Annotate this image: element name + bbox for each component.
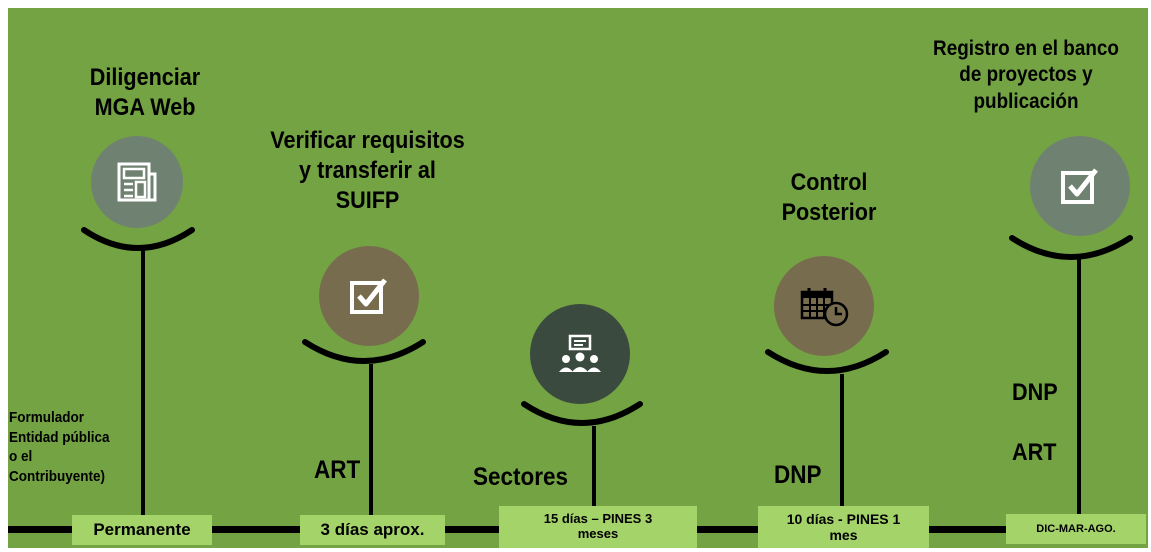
step-1-duration: Permanente [72,515,212,545]
step-1-icon-circle [91,136,183,228]
timeline-segment [212,526,300,533]
step-3-stem [592,426,596,522]
timeline-segment [445,526,499,533]
step-2-arc [302,339,426,364]
checkbox-icon [350,278,387,314]
step-5-actor: DNP ART [1012,379,1058,466]
timeline-segment [8,526,72,533]
step-2-icon-circle [319,246,419,346]
step-5-stem [1077,258,1081,522]
step-4-icon-circle [774,256,874,356]
step-1-actor: Formulador Entidad pública o el Contribu… [9,409,110,485]
step-2-stem [369,364,373,522]
step-3-arc [521,401,643,426]
step-1-title: Diligenciar MGA Web [89,64,201,121]
calendar-clock-icon [800,288,849,327]
step-4-actor: DNP [774,461,822,489]
step-1-stem [141,250,145,522]
diagram-background: Diligenciar MGA Web Formulador Entidad p… [8,8,1148,548]
newspaper-icon [117,162,157,202]
step-3-icon-circle [530,304,630,404]
step-2-actor: ART [314,456,361,484]
timeline-segment [697,526,758,533]
timeline-segment [929,526,1006,533]
step-5-title: Registro en el banco de proyectos y publ… [933,37,1119,113]
meeting-icon [559,334,601,372]
step-4-arc [765,349,889,374]
step-3-duration: 15 días – PINES 3 meses [499,506,697,548]
step-4-duration: 10 días - PINES 1 mes [758,506,929,548]
checkbox-icon [1061,168,1098,204]
step-1-arc [81,227,195,251]
step-4-stem [840,374,844,522]
step-4-title: Control Posterior [781,169,877,226]
step-3-actor: Sectores [473,463,569,491]
step-2-title: Verificar requisitos y transferir al SUI… [270,127,465,214]
step-2-duration: 3 días aprox. [300,515,445,545]
step-5-duration: DIC-MAR-AGO. [1006,514,1146,544]
step-5-icon-circle [1030,136,1130,236]
step-5-arc [1009,235,1133,260]
